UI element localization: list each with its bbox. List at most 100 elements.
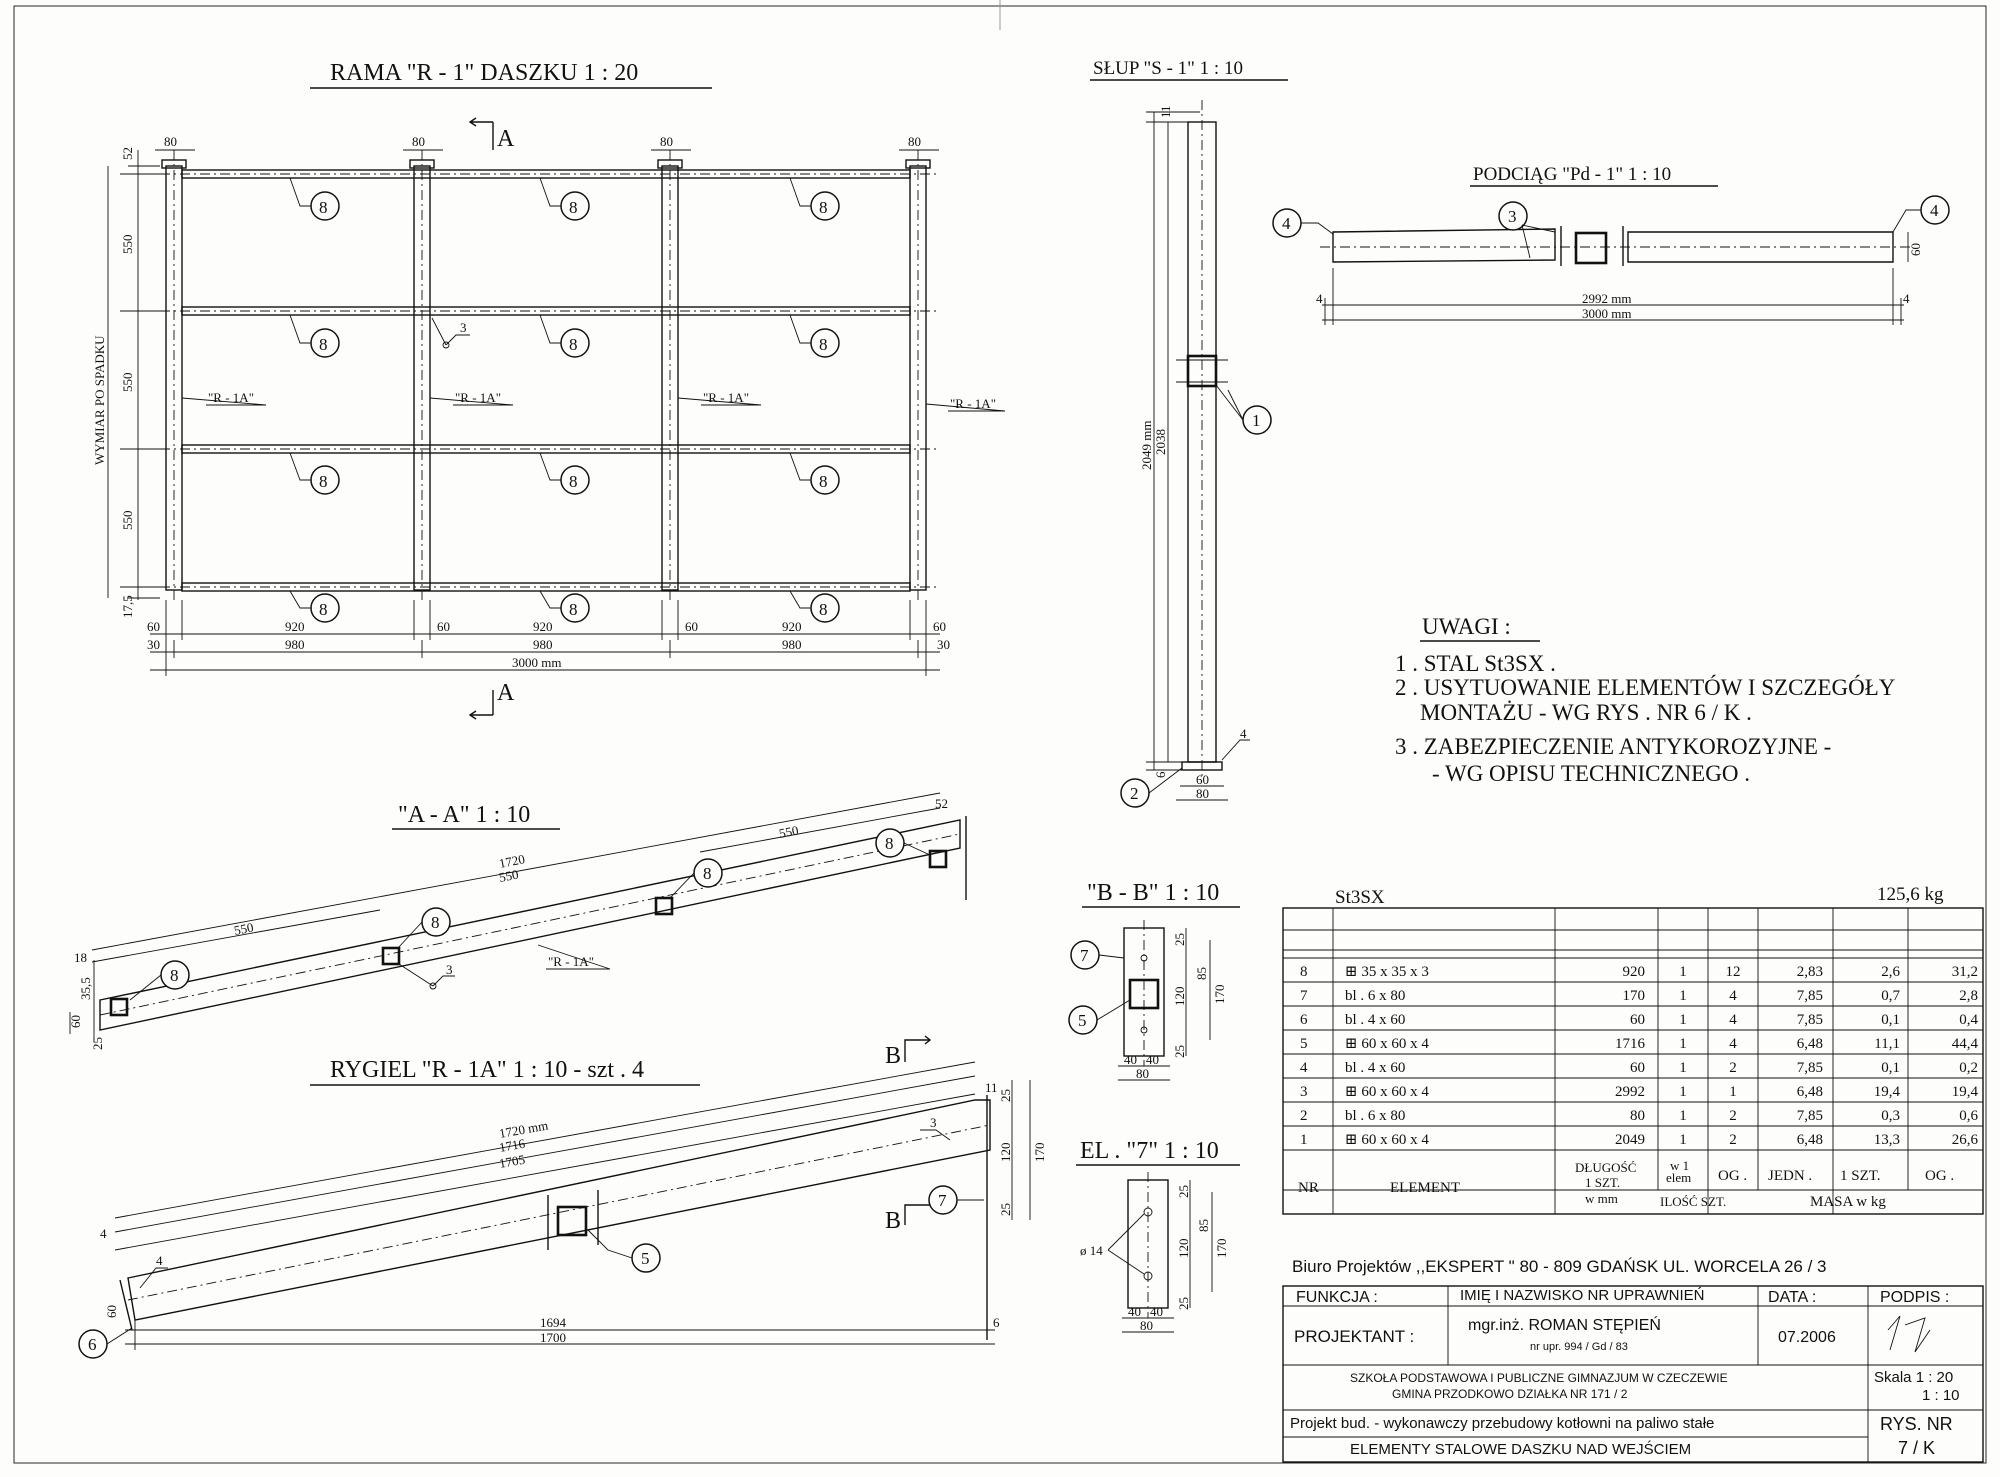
- svg-text:8: 8: [885, 834, 894, 853]
- table-cell: 13,3: [1874, 1132, 1900, 1148]
- title-block: Biuro Projektów ,,EKSPERT " 80 - 809 GDA…: [1282, 1257, 1984, 1463]
- svg-text:3000 mm: 3000 mm: [1582, 306, 1631, 321]
- svg-text:OG .: OG .: [1718, 1168, 1747, 1184]
- svg-text:4: 4: [1930, 201, 1939, 220]
- svg-text:4: 4: [156, 1253, 163, 1268]
- svg-text:8: 8: [319, 335, 328, 354]
- table-cell: ⊞ 60 x 60 x 4: [1345, 1132, 1429, 1148]
- svg-text:5: 5: [1078, 1011, 1087, 1030]
- svg-text:120: 120: [998, 1143, 1013, 1163]
- svg-text:PODPIS :: PODPIS :: [1880, 1289, 1949, 1306]
- svg-text:8: 8: [319, 198, 328, 217]
- svg-text:52: 52: [120, 147, 135, 160]
- svg-text:8: 8: [319, 600, 328, 619]
- table-cell: 7: [1300, 988, 1308, 1004]
- svg-text:8: 8: [569, 472, 578, 491]
- table-cell: 2049: [1615, 1132, 1645, 1148]
- svg-text:w 1: w 1: [1670, 1158, 1689, 1173]
- table-cell: 1: [1679, 1108, 1687, 1124]
- svg-text:52: 52: [935, 796, 948, 811]
- table-cell: 12: [1726, 964, 1741, 980]
- svg-text:2992 mm: 2992 mm: [1582, 291, 1631, 306]
- table-cell: 0,1: [1881, 1012, 1900, 1028]
- svg-text:920: 920: [782, 619, 802, 634]
- svg-text:11: 11: [1158, 105, 1173, 118]
- svg-text:MONTAŻU - WG RYS . NR 6 / K: MONTAŻU - WG RYS . NR 6 / K .: [1420, 700, 1752, 725]
- table-cell: 1716: [1615, 1036, 1646, 1052]
- table-cell: 2992: [1615, 1084, 1645, 1100]
- table-cell: 170: [1623, 988, 1646, 1004]
- svg-text:4: 4: [1240, 726, 1247, 741]
- table-cell: 4: [1729, 1012, 1737, 1028]
- table-cell: bl . 6 x 80: [1345, 1108, 1405, 1124]
- svg-text:8: 8: [319, 472, 328, 491]
- svg-text:40: 40: [1128, 1304, 1141, 1319]
- svg-text:2049 mm: 2049 mm: [1139, 421, 1154, 470]
- table-cell: 1: [1679, 1132, 1687, 1148]
- svg-text:550: 550: [778, 822, 800, 840]
- table-cell: 1: [1679, 1012, 1687, 1028]
- svg-text:8: 8: [170, 966, 179, 985]
- svg-text:PODCIĄG "Pd - 1" 1 : 10: PODCIĄG "Pd - 1" 1 : 10: [1473, 164, 1671, 185]
- element-7-view: EL . "7" 1 : 10 ø 14 25 120 85 25 170 40…: [1076, 1138, 1240, 1333]
- table-cell: 6,48: [1797, 1036, 1823, 1052]
- svg-text:RYS. NR: RYS. NR: [1880, 1414, 1953, 1434]
- svg-text:25: 25: [1176, 1185, 1191, 1198]
- svg-text:60: 60: [1196, 772, 1209, 787]
- svg-text:85: 85: [1194, 967, 1209, 980]
- podciag-pd1-view: PODCIĄG "Pd - 1" 1 : 10 4 4 3 2992 mm 30…: [1272, 164, 1950, 325]
- table-cell: 1: [1679, 1060, 1687, 1076]
- svg-text:3: 3: [446, 962, 453, 977]
- svg-text:920: 920: [285, 619, 305, 634]
- svg-text:8: 8: [569, 198, 578, 217]
- svg-text:80: 80: [1136, 1066, 1149, 1081]
- table-cell: ⊞ 60 x 60 x 4: [1345, 1036, 1429, 1052]
- svg-text:7 / K: 7 / K: [1898, 1438, 1935, 1458]
- rama-r1-view: RAMA "R - 1" DASZKU 1 : 20: [92, 60, 1006, 720]
- table-cell: 11,1: [1874, 1036, 1900, 1052]
- svg-text:4: 4: [1903, 291, 1910, 306]
- svg-text:550: 550: [120, 235, 135, 255]
- svg-text:1720: 1720: [498, 851, 526, 871]
- svg-text:1716: 1716: [498, 1136, 527, 1155]
- rygiel-r1a-view: RYGIEL "R - 1A" 1 : 10 - szt . 4 5 7 6 B…: [78, 1035, 1047, 1359]
- notes-title: UWAGI :: [1422, 614, 1511, 639]
- svg-text:18: 18: [74, 950, 87, 965]
- svg-text:920: 920: [533, 619, 553, 634]
- table-cell: 4: [1729, 1036, 1737, 1052]
- svg-text:25: 25: [1172, 1045, 1187, 1058]
- svg-text:2038: 2038: [1153, 429, 1168, 455]
- svg-text:80: 80: [164, 134, 177, 149]
- svg-text:8: 8: [819, 198, 828, 217]
- rama-title: RAMA "R - 1" DASZKU 1 : 20: [330, 60, 638, 86]
- svg-text:170: 170: [1212, 985, 1227, 1005]
- svg-text:PROJEKTANT :: PROJEKTANT :: [1294, 1327, 1414, 1346]
- svg-text:nr upr. 994 / Gd / 83: nr upr. 994 / Gd / 83: [1530, 1341, 1628, 1353]
- svg-text:elem: elem: [1666, 1170, 1691, 1185]
- svg-text:EL . "7" 1 : 10: EL . "7" 1 : 10: [1080, 1138, 1219, 1164]
- svg-text:8: 8: [819, 472, 828, 491]
- svg-text:2 . USYTUOWANIE ELEMENTÓW I SZ: 2 . USYTUOWANIE ELEMENTÓW I SZCZEGÓŁY: [1395, 674, 1896, 700]
- svg-text:60: 60: [1908, 243, 1923, 256]
- svg-text:80: 80: [908, 134, 921, 149]
- svg-text:6: 6: [1153, 771, 1168, 778]
- svg-text:25: 25: [1176, 1297, 1191, 1310]
- table-cell: 1: [1729, 1084, 1737, 1100]
- svg-text:"R - 1A": "R - 1A": [548, 954, 594, 969]
- svg-text:550: 550: [120, 511, 135, 531]
- svg-text:550: 550: [498, 866, 520, 884]
- svg-text:6: 6: [88, 1335, 97, 1354]
- table-cell: 4: [1729, 988, 1737, 1004]
- svg-text:1705: 1705: [498, 1152, 526, 1171]
- svg-text:80: 80: [412, 134, 425, 149]
- svg-text:7: 7: [938, 1191, 947, 1210]
- svg-text:11: 11: [985, 1080, 998, 1095]
- svg-text:3000 mm: 3000 mm: [512, 655, 561, 670]
- svg-text:MASA w kg: MASA w kg: [1810, 1194, 1886, 1210]
- svg-text:1 SZT.: 1 SZT.: [1840, 1168, 1881, 1184]
- table-cell: 1: [1679, 964, 1687, 980]
- svg-text:8: 8: [569, 600, 578, 619]
- svg-text:35,5: 35,5: [78, 977, 93, 1000]
- svg-text:8: 8: [431, 913, 440, 932]
